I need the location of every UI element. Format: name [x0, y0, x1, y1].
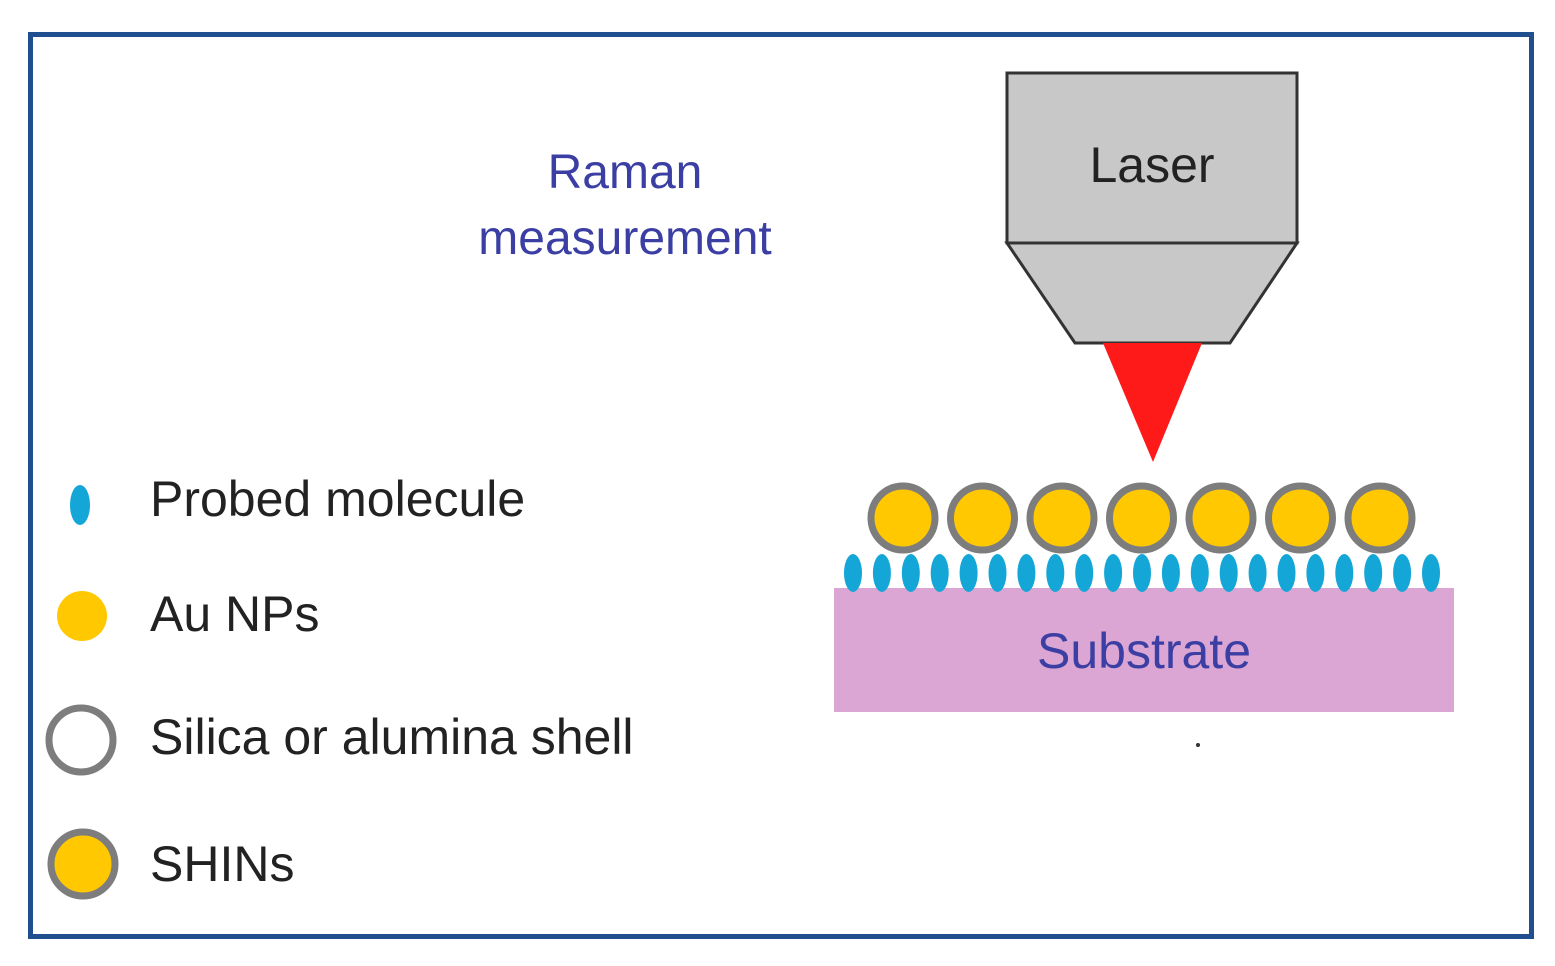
- molecule-layer: [844, 554, 1440, 592]
- shin-particle: [1026, 482, 1098, 554]
- shell-icon: [45, 704, 117, 776]
- title-line-2: measurement: [478, 212, 772, 265]
- probed-molecule: [844, 554, 862, 592]
- probed-molecule: [1277, 554, 1296, 592]
- laser-label: Laser: [1089, 137, 1214, 193]
- shin-particle: [1265, 482, 1336, 554]
- probed-molecule: [1075, 554, 1094, 592]
- probed-molecule: [1393, 554, 1412, 592]
- au-nanoparticle-icon: [57, 591, 107, 641]
- probed-molecule: [1104, 554, 1123, 592]
- laser-beam: [1103, 343, 1202, 462]
- probed-molecule: [1364, 554, 1383, 592]
- legend-label-shins: SHINs: [150, 836, 295, 892]
- probed-molecule: [930, 554, 949, 592]
- probed-molecule: [1306, 554, 1325, 592]
- probed-molecule: [1422, 554, 1440, 592]
- diagram-title: Raman measurement: [420, 140, 830, 272]
- probed-molecule-icon: [70, 485, 90, 525]
- shin-particle: [867, 482, 939, 554]
- stray-dot: [1196, 743, 1200, 747]
- probed-molecule: [872, 554, 891, 592]
- shin-icon: [47, 828, 119, 900]
- probed-molecule: [1248, 554, 1267, 592]
- substrate-label: Substrate: [1037, 623, 1251, 679]
- probed-molecule: [988, 554, 1007, 592]
- shin-particle: [1106, 482, 1177, 554]
- shin-row: [867, 482, 1416, 554]
- shin-particle: [947, 482, 1018, 554]
- probed-molecule: [1161, 554, 1180, 592]
- shin-particle: [1185, 482, 1257, 554]
- probed-molecule: [1335, 554, 1354, 592]
- probed-molecule: [1017, 554, 1036, 592]
- laser-nozzle: [1004, 241, 1300, 345]
- probed-molecule: [1190, 554, 1209, 592]
- probed-molecule: [1133, 554, 1151, 592]
- probed-molecule: [901, 554, 920, 592]
- laser-housing: [1005, 71, 1299, 245]
- probed-molecule: [959, 554, 978, 592]
- shin-particle: [1344, 482, 1416, 554]
- probed-molecule: [1219, 554, 1238, 592]
- probed-molecule: [1046, 554, 1065, 592]
- legend-label-probed-molecule: Probed molecule: [150, 471, 526, 527]
- title-line-1: Raman: [547, 146, 703, 199]
- substrate: [834, 588, 1454, 712]
- laser-objective: Laser: [1004, 71, 1300, 345]
- legend-label-au-nps: Au NPs: [150, 586, 320, 642]
- legend-label-shell: Silica or alumina shell: [150, 709, 634, 765]
